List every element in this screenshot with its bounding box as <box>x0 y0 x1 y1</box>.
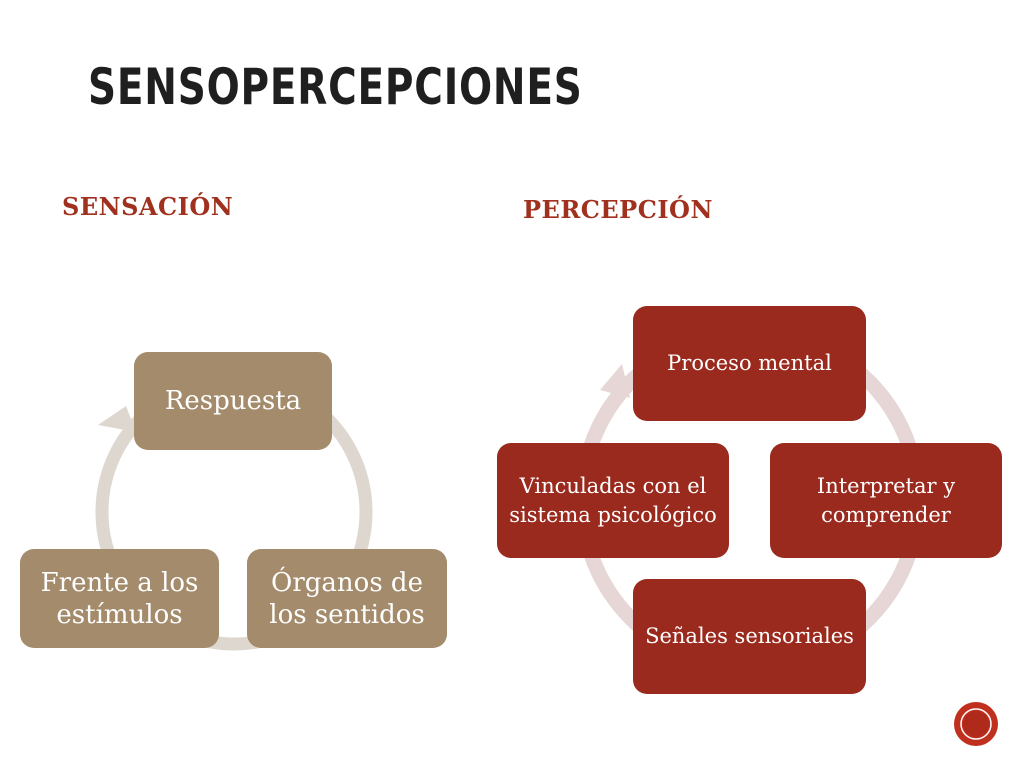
slide-title: SENSOPERCEPCIONES <box>88 58 583 116</box>
node-senales-sensoriales: Señales sensoriales <box>633 579 866 694</box>
node-organos-de-los-sentidos: Órganos de los sentidos <box>247 549 447 648</box>
node-proceso-mental: Proceso mental <box>633 306 866 421</box>
node-vinculadas-con-el-sistema: Vinculadas con el sistema psicológico <box>497 443 729 558</box>
node-frente-a-los-estimulos: Frente a los estímulos <box>20 549 219 648</box>
node-interpretar-y-comprender: Interpretar y comprender <box>770 443 1002 558</box>
corner-circle-icon[interactable] <box>953 701 999 747</box>
heading-sensacion: SENSACIÓN <box>62 192 234 221</box>
node-respuesta: Respuesta <box>134 352 332 450</box>
heading-percepcion: PERCEPCIÓN <box>523 195 713 224</box>
